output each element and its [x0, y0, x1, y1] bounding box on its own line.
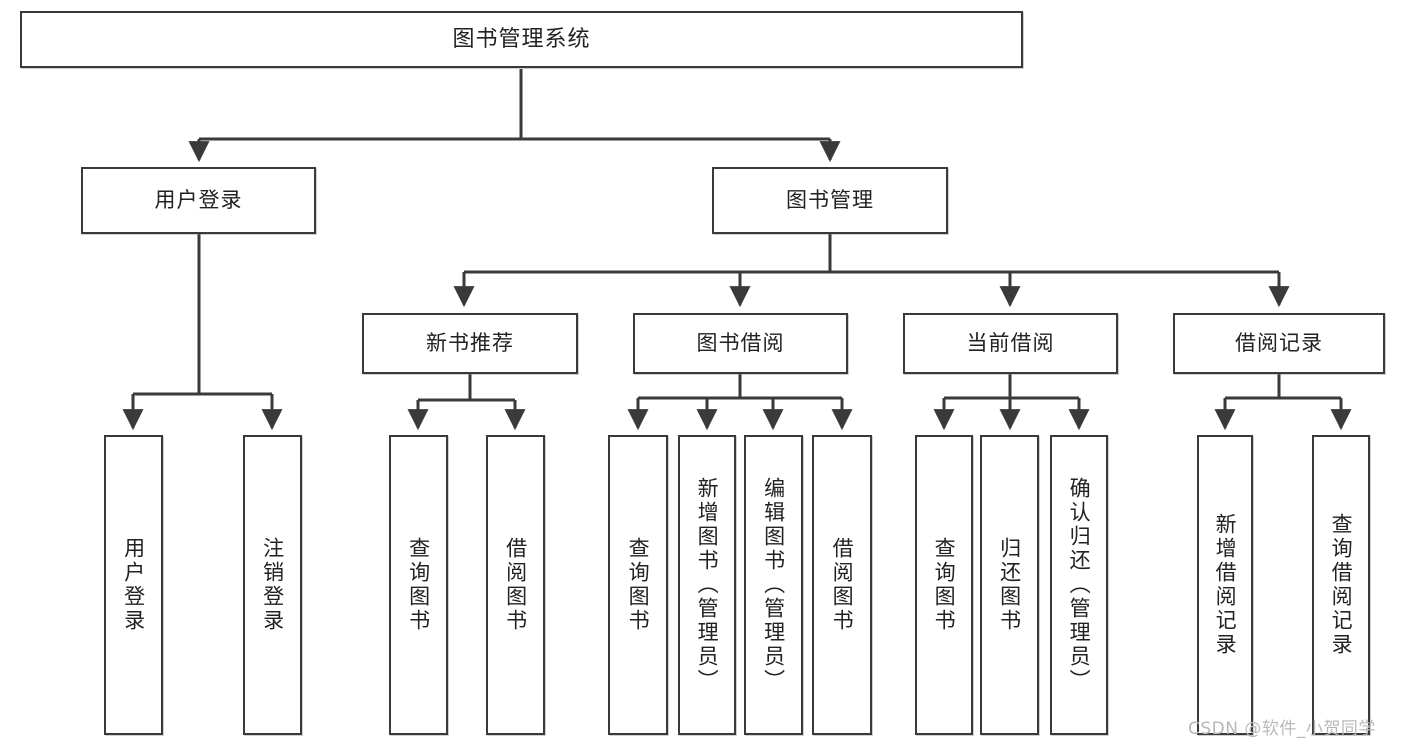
node-leaf-edit-book[interactable]: 编辑图书（管理员） [744, 435, 803, 735]
node-label: 新增借阅记录 [1213, 513, 1238, 657]
node-leaf-query-book-1[interactable]: 查询图书 [389, 435, 448, 735]
node-book-management[interactable]: 图书管理 [712, 167, 948, 234]
node-leaf-logout-login[interactable]: 注销登录 [243, 435, 302, 735]
node-label: 查询图书 [406, 537, 431, 633]
node-label: 借阅图书 [503, 537, 528, 633]
node-label: 编辑图书（管理员） [761, 477, 786, 693]
node-leaf-user-login[interactable]: 用户登录 [104, 435, 163, 735]
node-label: 借阅记录 [1235, 331, 1323, 356]
node-leaf-borrow-book-1[interactable]: 借阅图书 [486, 435, 545, 735]
node-label: 图书管理系统 [452, 26, 591, 52]
node-book-borrow[interactable]: 图书借阅 [633, 313, 848, 374]
node-label: 查询借阅记录 [1329, 513, 1354, 657]
node-leaf-add-book[interactable]: 新增图书（管理员） [678, 435, 736, 735]
node-label: 确认归还（管理员） [1067, 477, 1092, 693]
node-label: 图书管理 [786, 188, 874, 213]
node-label: 用户登录 [121, 537, 146, 633]
node-label: 图书借阅 [696, 331, 785, 356]
node-label: 新书推荐 [426, 331, 514, 356]
node-label: 借阅图书 [830, 537, 855, 633]
node-leaf-query-book-3[interactable]: 查询图书 [915, 435, 973, 735]
node-label: 新增图书（管理员） [695, 477, 720, 693]
node-label: 当前借阅 [966, 331, 1055, 356]
node-new-book-recommend[interactable]: 新书推荐 [362, 313, 578, 374]
node-label: 查询图书 [932, 537, 957, 633]
node-leaf-query-book-2[interactable]: 查询图书 [608, 435, 668, 735]
csdn-watermark: CSDN @软件_小贺同学 [1188, 719, 1376, 739]
node-user-login[interactable]: 用户登录 [81, 167, 316, 234]
node-label: 查询图书 [626, 537, 651, 633]
node-leaf-borrow-book-2[interactable]: 借阅图书 [812, 435, 872, 735]
node-label: 注销登录 [260, 537, 285, 633]
node-current-borrow[interactable]: 当前借阅 [903, 313, 1118, 374]
node-borrow-record[interactable]: 借阅记录 [1173, 313, 1385, 374]
node-root-system[interactable]: 图书管理系统 [20, 11, 1023, 68]
node-leaf-confirm-return[interactable]: 确认归还（管理员） [1050, 435, 1108, 735]
node-leaf-query-record[interactable]: 查询借阅记录 [1312, 435, 1370, 735]
node-leaf-return-book[interactable]: 归还图书 [980, 435, 1039, 735]
node-leaf-add-record[interactable]: 新增借阅记录 [1197, 435, 1253, 735]
node-label: 归还图书 [997, 537, 1022, 633]
node-label: 用户登录 [154, 188, 243, 213]
